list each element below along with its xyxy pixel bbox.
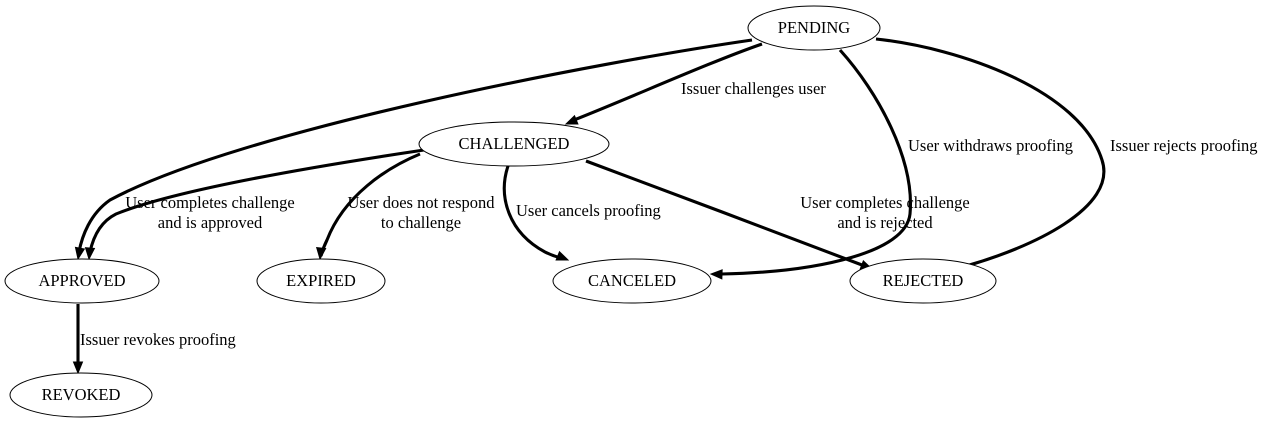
edge-path <box>573 42 763 122</box>
arrowhead-icon <box>84 247 96 261</box>
edge-pending-to-challenged: Issuer challenges user <box>564 42 826 125</box>
node-label: REJECTED <box>883 271 964 290</box>
edge-path <box>875 37 1106 268</box>
edge-challenged-to-approved: User completes challenge and is approved <box>84 148 425 261</box>
edge-path <box>77 38 753 253</box>
node-label: REVOKED <box>42 385 121 404</box>
edge-challenged-to-rejected: User completes challenge and is rejected <box>585 159 970 270</box>
edge-label-user-completes-challenge-approved-line1: User completes challenge <box>125 193 295 212</box>
node-shape[interactable] <box>4 258 160 304</box>
node-label: EXPIRED <box>286 271 356 290</box>
node-shape[interactable] <box>256 258 386 304</box>
arrowhead-icon <box>564 114 579 125</box>
edge-challenged-to-canceled: User cancels proofing <box>502 165 661 261</box>
arrowhead-icon <box>315 247 327 261</box>
edge-challenged-to-expired: User does not respond to challenge <box>315 152 495 261</box>
node-label: APPROVED <box>38 271 125 290</box>
edge-label-user-cancels-proofing: User cancels proofing <box>516 201 661 220</box>
node-shape[interactable] <box>849 258 997 304</box>
edge-path <box>502 165 562 260</box>
node-canceled[interactable]: CANCELED <box>552 258 712 304</box>
edge-pending-to-rejected: Issuer rejects proofing <box>875 37 1258 278</box>
node-approved[interactable]: APPROVED <box>4 258 160 304</box>
node-rejected[interactable]: REJECTED <box>849 258 997 304</box>
edge-label-user-does-not-respond-line2: to challenge <box>381 213 461 232</box>
node-pending[interactable]: PENDING <box>747 5 881 51</box>
node-shape[interactable] <box>747 5 881 51</box>
arrowhead-icon <box>74 246 86 261</box>
edge-label-user-does-not-respond-line1: User does not respond <box>347 193 495 212</box>
node-challenged[interactable]: CHALLENGED <box>418 121 610 167</box>
node-revoked[interactable]: REVOKED <box>9 372 153 418</box>
edge-label-issuer-challenges-user: Issuer challenges user <box>681 79 826 98</box>
node-label: PENDING <box>778 18 850 37</box>
node-shape[interactable] <box>9 372 153 418</box>
edge-label-user-completes-challenge-rejected-line2: and is rejected <box>837 213 933 232</box>
node-shape[interactable] <box>552 258 712 304</box>
arrowhead-icon <box>555 250 570 261</box>
arrowhead-icon <box>709 269 723 280</box>
node-label: CHALLENGED <box>459 134 570 153</box>
edge-path <box>721 48 912 276</box>
node-label: CANCELED <box>588 271 676 290</box>
edge-label-user-withdraws-proofing: User withdraws proofing <box>908 136 1073 155</box>
edge-pending-to-approved <box>74 38 753 261</box>
edge-label-user-completes-challenge-approved-line2: and is approved <box>158 213 263 232</box>
edge-path <box>88 148 425 253</box>
edge-approved-to-revoked: Issuer revokes proofing <box>72 304 236 375</box>
node-layer: PENDING CHALLENGED APPROVED EXPIRED CANC… <box>4 5 997 418</box>
edge-path <box>585 159 863 267</box>
edge-label-user-completes-challenge-rejected-line1: User completes challenge <box>800 193 970 212</box>
node-shape[interactable] <box>418 121 610 167</box>
arrowhead-icon <box>72 361 84 375</box>
node-expired[interactable]: EXPIRED <box>256 258 386 304</box>
edge-label-issuer-rejects-proofing: Issuer rejects proofing <box>1110 136 1258 155</box>
edge-pending-to-canceled: User withdraws proofing <box>709 48 1073 280</box>
edge-layer: Issuer challenges user User withdraws pr… <box>72 37 1258 375</box>
edge-label-issuer-revokes-proofing: Issuer revokes proofing <box>80 330 236 349</box>
